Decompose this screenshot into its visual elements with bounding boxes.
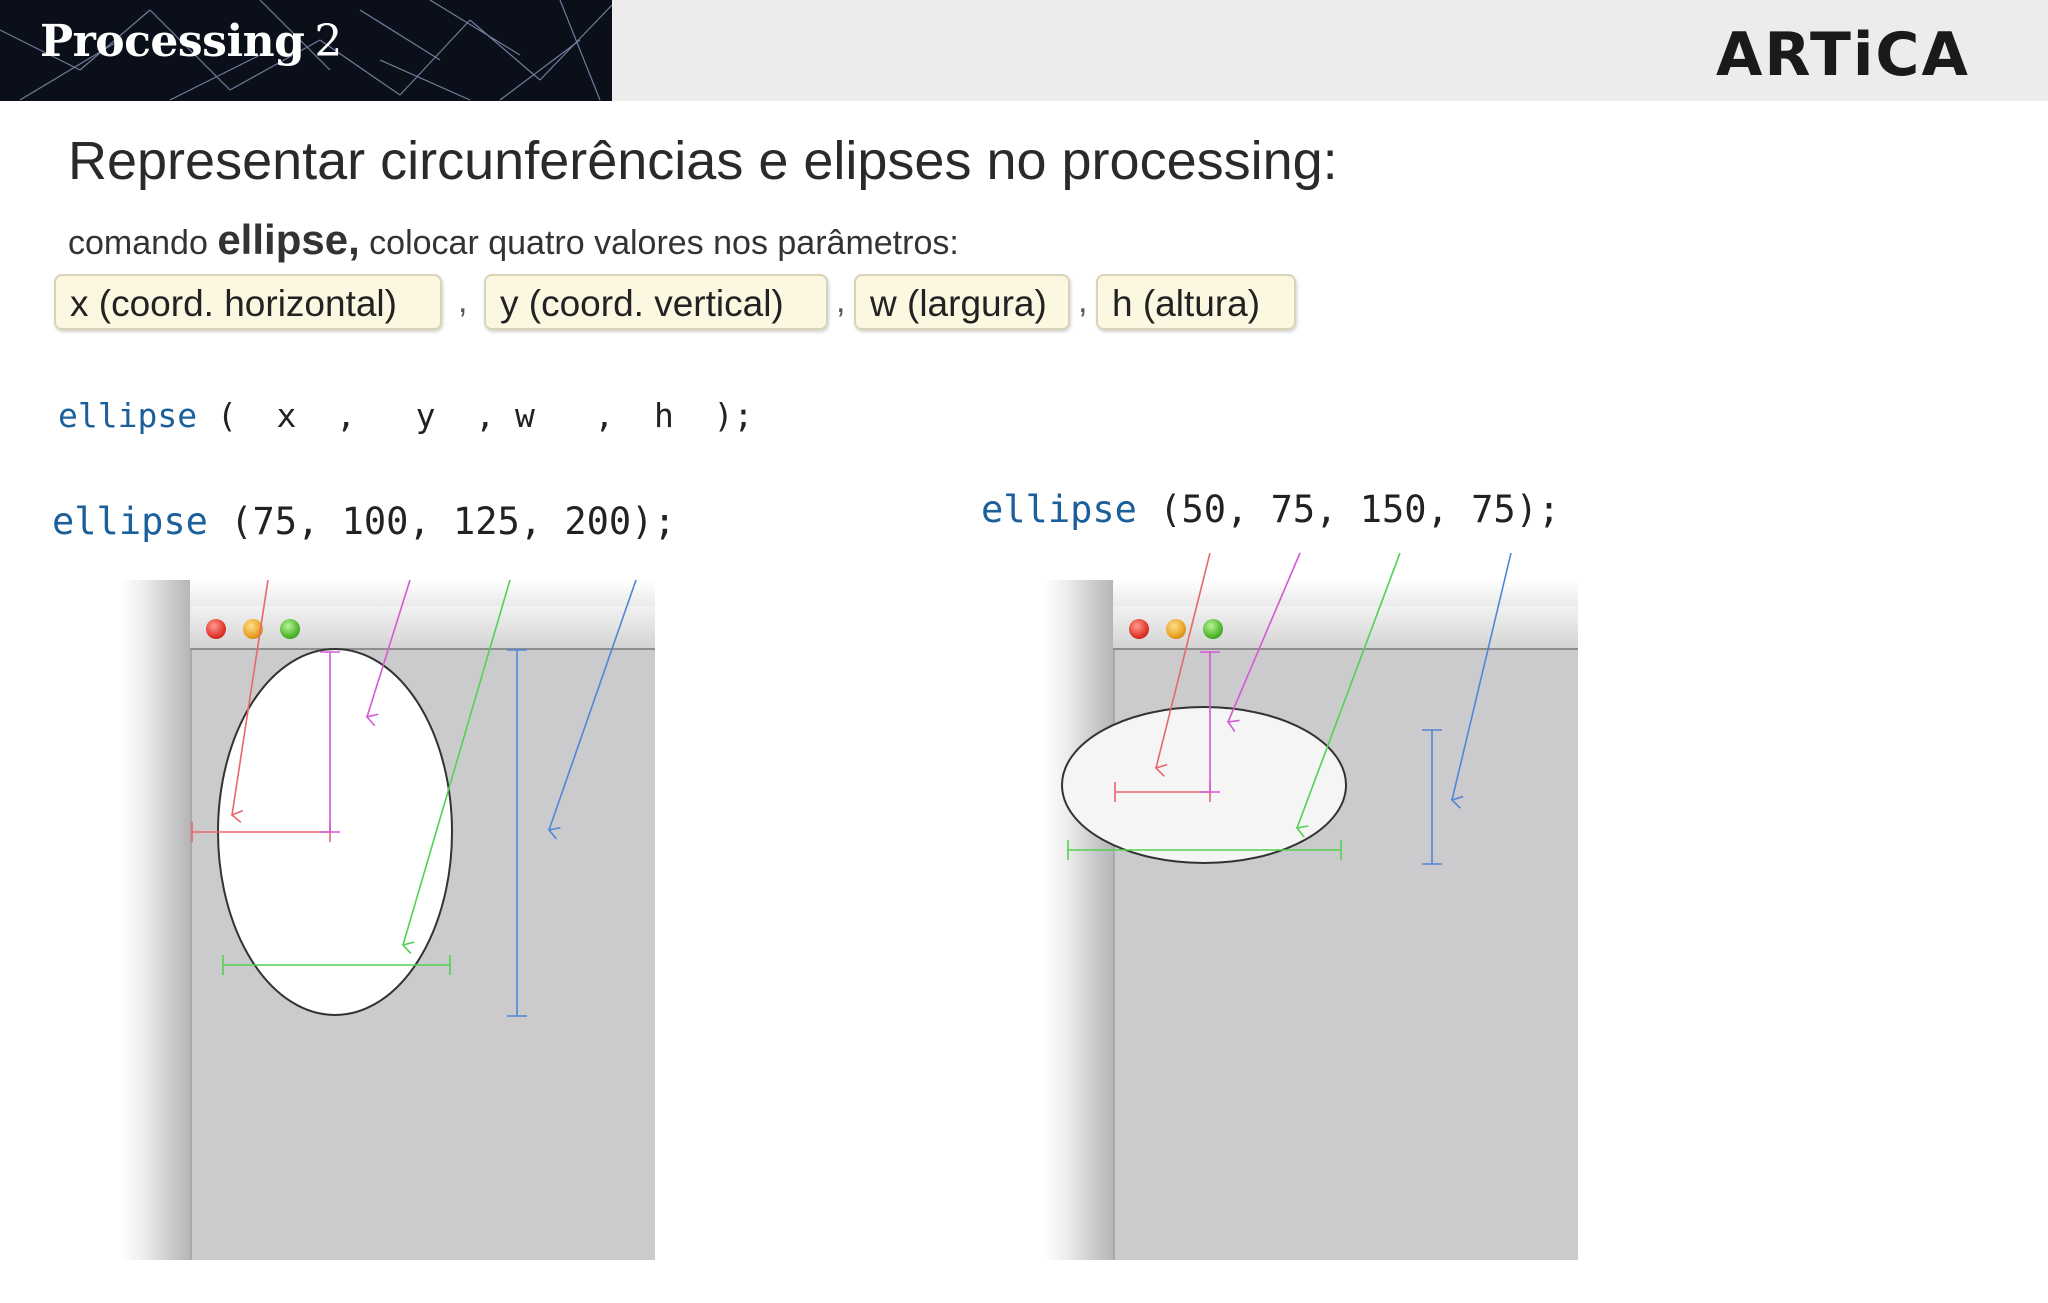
code-arguments: (50, 75, 150, 75); bbox=[1136, 488, 1561, 531]
y-dimension-marker bbox=[320, 651, 340, 833]
param-separator: , bbox=[458, 282, 468, 320]
subtitle-prefix: comando bbox=[68, 224, 218, 262]
w-pointer-arrow bbox=[401, 579, 511, 955]
x-pointer-arrow bbox=[230, 579, 269, 824]
w-pointer-arrow bbox=[1295, 552, 1401, 838]
window-titlebar bbox=[190, 606, 655, 650]
w-dimension-marker bbox=[1067, 840, 1342, 860]
example2-code: ellipse (50, 75, 150, 75); bbox=[981, 488, 1560, 531]
y-dimension-marker bbox=[1200, 651, 1220, 793]
artica-logo: ARTiCA bbox=[1716, 20, 1970, 90]
brand-version: 2 bbox=[314, 16, 342, 67]
window-top-edge bbox=[1113, 580, 1578, 606]
param-y-pill: y (coord. vertical) bbox=[484, 274, 828, 330]
minimize-button-icon[interactable] bbox=[1166, 619, 1186, 639]
param-separator: , bbox=[1078, 282, 1088, 320]
slide-title: Representar circunferências e elipses no… bbox=[68, 131, 1338, 191]
brand-title-text: Processing bbox=[40, 16, 305, 67]
h-dimension-marker bbox=[507, 649, 527, 1017]
code-function-name: ellipse bbox=[58, 396, 198, 435]
param-separator: , bbox=[836, 282, 846, 320]
window-shadow bbox=[120, 580, 190, 1260]
close-button-icon[interactable] bbox=[1129, 619, 1149, 639]
subtitle-suffix: colocar quatro valores nos parâmetros: bbox=[359, 224, 959, 262]
h-pointer-arrow bbox=[547, 579, 637, 840]
code-arguments: (75, 100, 125, 200); bbox=[207, 500, 676, 543]
param-x-pill: x (coord. horizontal) bbox=[54, 274, 442, 330]
h-pointer-arrow bbox=[1450, 552, 1512, 809]
zoom-button-icon[interactable] bbox=[1203, 619, 1223, 639]
minimize-button-icon[interactable] bbox=[243, 619, 263, 639]
param-w-pill: w (largura) bbox=[854, 274, 1070, 330]
y-pointer-arrow bbox=[365, 579, 411, 727]
zoom-button-icon[interactable] bbox=[280, 619, 300, 639]
w-dimension-marker bbox=[222, 955, 451, 975]
x-pointer-arrow bbox=[1154, 552, 1211, 777]
param-h-pill: h (altura) bbox=[1096, 274, 1296, 330]
ellipse-shape-example2 bbox=[1061, 706, 1347, 864]
code-function-name: ellipse bbox=[52, 500, 208, 543]
network-pattern-graphic bbox=[0, 0, 612, 101]
example1-code: ellipse (75, 100, 125, 200); bbox=[52, 500, 676, 543]
slide-subtitle: comando ellipse, colocar quatro valores … bbox=[68, 216, 959, 264]
code-function-name: ellipse bbox=[981, 488, 1137, 531]
code-arguments: ( x , y , w , h ); bbox=[197, 396, 754, 435]
subtitle-keyword: ellipse, bbox=[217, 216, 360, 263]
close-button-icon[interactable] bbox=[206, 619, 226, 639]
window-shadow bbox=[1043, 580, 1113, 1260]
generic-ellipse-code: ellipse ( x , y , w , h ); bbox=[58, 396, 753, 435]
h-dimension-marker bbox=[1422, 729, 1442, 865]
y-pointer-arrow bbox=[1226, 552, 1301, 732]
